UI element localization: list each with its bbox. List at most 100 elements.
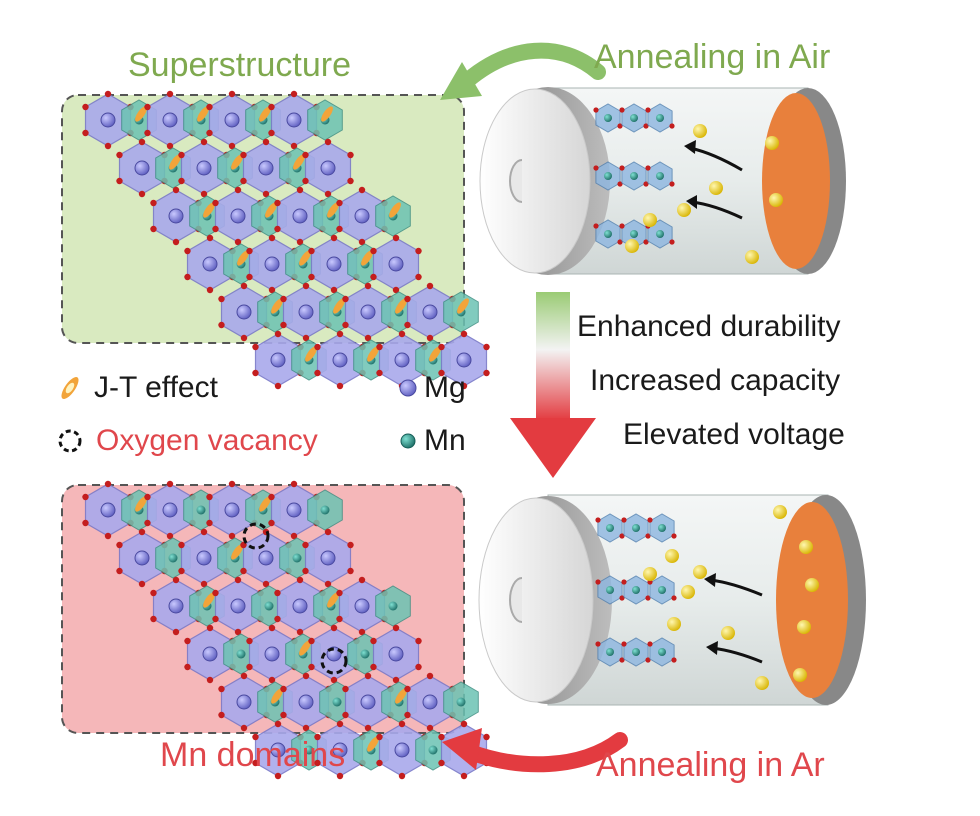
mg-atom — [292, 208, 308, 224]
mn-icon — [400, 433, 416, 449]
oxygen-atom — [302, 724, 310, 732]
oxygen-atom — [82, 493, 89, 501]
oxygen-atom — [593, 165, 599, 171]
oxygen-atom — [364, 282, 372, 290]
jt-distortion — [395, 298, 407, 314]
oxygen-atom — [364, 672, 372, 680]
oxygen-atom — [404, 711, 411, 719]
mg-atom — [224, 112, 240, 128]
jt-distortion — [395, 688, 407, 704]
oxygen-atom — [336, 382, 344, 390]
oxygen-atom — [330, 624, 338, 632]
mg-atom — [230, 598, 246, 614]
oxygen-atom — [240, 567, 247, 575]
oxygen-atom — [274, 589, 281, 597]
oxygen-atom — [483, 343, 490, 351]
oxygen-atom — [104, 532, 112, 540]
oxygen-atom — [671, 533, 677, 539]
oxygen-atom — [296, 576, 304, 584]
jt-distortion — [259, 496, 271, 512]
mg-atom — [286, 112, 302, 128]
annealing-air-arrow — [440, 42, 606, 100]
mn-atom — [236, 649, 246, 659]
oxygen-atom — [252, 733, 259, 741]
oxygen-atom — [302, 177, 309, 185]
mn-atom — [332, 697, 342, 707]
oxygen-atom — [166, 90, 174, 98]
mn-atom — [630, 230, 638, 238]
oxygen-atom — [438, 369, 445, 377]
oxygen-atom — [364, 334, 372, 342]
oxygen-atom — [200, 138, 208, 146]
oxygen-atom — [621, 579, 627, 585]
jt-distortion — [197, 106, 209, 122]
oxygen-atom — [392, 676, 400, 684]
oxygen-atom — [144, 103, 151, 111]
mg-atom — [196, 160, 212, 176]
oxygen-atom — [82, 103, 89, 111]
mg-atom — [354, 598, 370, 614]
ion — [681, 585, 695, 599]
oxygen-atom — [347, 541, 354, 549]
oxygen-atom — [376, 343, 383, 351]
oxygen-atom — [370, 247, 377, 255]
oxygen-atom — [212, 199, 219, 207]
oxygen-atom — [274, 330, 282, 338]
oxygen-atom — [647, 517, 653, 523]
oxygen-atom — [438, 733, 445, 741]
oxygen-atom — [593, 223, 599, 229]
oxygen-atom — [358, 576, 366, 584]
jt-distortion — [299, 640, 311, 656]
legend-vacancy-label: Oxygen vacancy — [96, 424, 318, 457]
mg-atom — [100, 112, 116, 128]
oxygen-atom — [643, 123, 649, 129]
oxygen-atom — [302, 672, 310, 680]
oxygen-atom — [246, 273, 253, 281]
oxygen-atom — [172, 576, 180, 584]
oxygen-atom — [280, 295, 287, 303]
mg-atom — [320, 160, 336, 176]
mg-atom — [332, 742, 348, 758]
mg-atom — [196, 550, 212, 566]
jt-distortion — [203, 202, 215, 218]
mn-atom — [606, 524, 614, 532]
mn-atom — [604, 114, 612, 122]
oxygen-atom — [645, 107, 651, 113]
oxygen-atom — [593, 107, 599, 113]
ion — [765, 136, 779, 150]
oxygen-atom — [206, 493, 213, 501]
oxygen-atom — [246, 663, 253, 671]
oxygen-atom — [415, 247, 422, 255]
oxygen-atom — [415, 663, 422, 671]
oxygen-atom — [218, 295, 225, 303]
oxygen-atom — [290, 480, 298, 488]
jt-distortion — [361, 250, 373, 266]
oxygen-atom — [336, 615, 343, 623]
superstructure-lattice — [82, 90, 490, 390]
oxygen-atom — [166, 142, 174, 150]
effect-capacity: Increased capacity — [590, 364, 841, 397]
oxygen-atom — [218, 685, 225, 693]
oxygen-atom — [206, 624, 214, 632]
oxygen-atom — [144, 519, 151, 527]
oxygen-atom — [643, 181, 649, 187]
oxygen-atom — [342, 711, 349, 719]
oxygen-atom — [336, 720, 344, 728]
jt-distortion — [305, 346, 317, 362]
oxygen-atom — [200, 528, 208, 536]
oxygen-atom — [274, 720, 282, 728]
oxygen-atom — [240, 724, 248, 732]
oxygen-atom — [347, 151, 354, 159]
mg-atom — [298, 304, 314, 320]
mn-atom — [632, 524, 640, 532]
oxygen-atom — [358, 628, 366, 636]
ion — [773, 505, 787, 519]
oxygen-atom — [426, 724, 434, 732]
jt-distortion — [265, 202, 277, 218]
cathode-cap-top — [479, 88, 591, 274]
oxygen-atom — [166, 480, 174, 488]
jt-distortion — [327, 592, 339, 608]
jt-distortion — [321, 106, 333, 122]
mn-atom — [196, 505, 206, 515]
oxygen-atom — [138, 138, 146, 146]
